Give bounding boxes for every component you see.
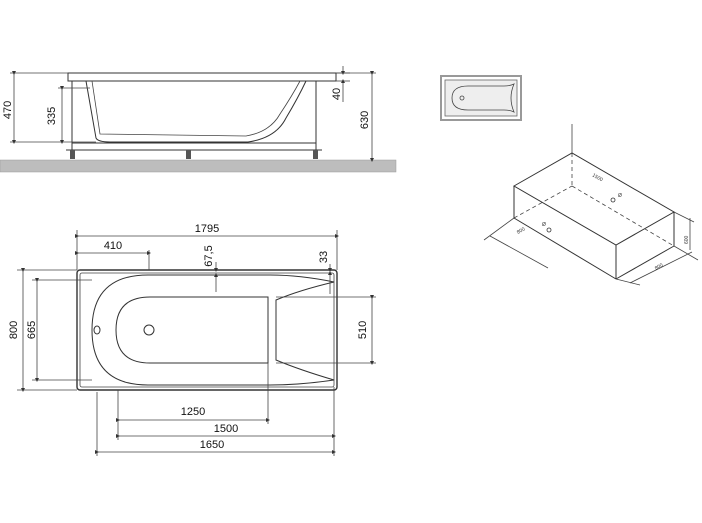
- dim-335-label: 335: [46, 107, 58, 125]
- iso-symbol-b: Ø: [542, 222, 546, 228]
- foot-1: [70, 150, 75, 159]
- dim-40-label: 40: [331, 88, 343, 100]
- top-view: 1795 410 67,5 33 800 665 510 1250: [8, 223, 376, 456]
- basin-inner: [115, 296, 269, 364]
- dim-510-label: 510: [357, 321, 369, 339]
- dim-1650-label: 1650: [200, 439, 224, 451]
- iso-view: 1500 800 800 600 Ø Ø: [483, 124, 699, 286]
- foot-2: [186, 150, 191, 159]
- iso-label-side: 800: [516, 226, 526, 235]
- dim-1250-label: 1250: [181, 406, 205, 418]
- thumbnail-tub: [444, 79, 518, 117]
- iso-ext-1: [483, 217, 515, 241]
- dim-630-label: 630: [359, 111, 371, 129]
- iso-label-length: 1500: [591, 173, 604, 184]
- iso-symbol-a: Ø: [618, 193, 622, 199]
- drain-icon: [143, 324, 155, 336]
- tub-outline-inner: [79, 272, 335, 388]
- floor-ground: [0, 159, 397, 173]
- basin-outer: [91, 274, 335, 386]
- iso-ext-4: [673, 211, 695, 223]
- foot-3: [313, 150, 318, 159]
- iso-inlet-icon: [546, 227, 552, 233]
- tub-inner-profile: [91, 80, 301, 137]
- thumbnail-drain-icon: [459, 95, 465, 101]
- iso-label-width: 800: [654, 262, 664, 271]
- iso-ext-3: [673, 245, 699, 261]
- iso-dim-side: [489, 235, 549, 269]
- tub-body-profile: [85, 80, 307, 143]
- side-view: 470 335 40 630: [0, 66, 397, 173]
- iso-drain-icon: [610, 197, 616, 203]
- overflow-icon: [93, 325, 101, 335]
- tub-rim: [67, 72, 337, 82]
- dim-1795-label: 1795: [195, 223, 219, 235]
- dim-410-label: 410: [104, 240, 122, 252]
- tub-outline: [76, 269, 338, 391]
- iso-dim-length: [629, 251, 693, 284]
- iso-edge-5: [615, 245, 675, 280]
- iso-hidden-3: [571, 185, 675, 247]
- dim-470-label: 470: [2, 101, 14, 119]
- dim-665-label: 665: [26, 321, 38, 339]
- thumbnail-basin: [451, 83, 515, 113]
- dim-1500-label: 1500: [214, 423, 238, 435]
- iso-ext-2: [615, 278, 641, 286]
- dim-800-label: 800: [8, 321, 20, 339]
- iso-edge-4: [513, 217, 617, 280]
- iso-label-height: 600: [684, 235, 690, 244]
- thumbnail-view: [440, 75, 522, 121]
- dim-67-5-label: 67,5: [203, 245, 215, 266]
- iso-box-top: [512, 152, 676, 246]
- dim-33-label: 33: [318, 251, 330, 263]
